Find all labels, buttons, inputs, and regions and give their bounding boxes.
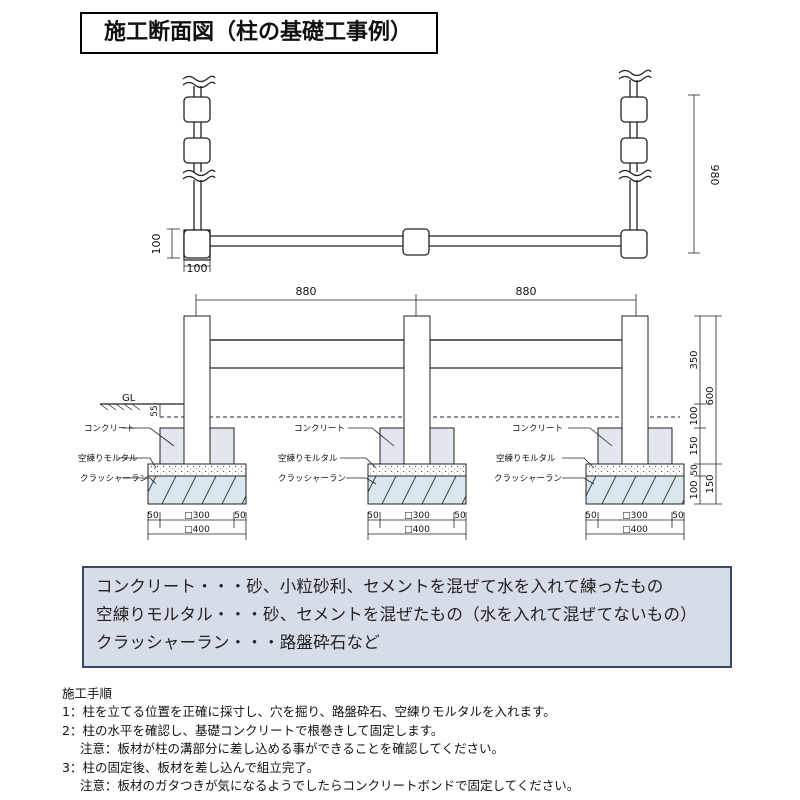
bottom-dim-lines — [147, 512, 685, 540]
dim-side-center-a: 50 — [367, 511, 379, 521]
foundation-left — [147, 315, 247, 505]
section-view — [99, 294, 680, 418]
step-2-note: 注意：板材が柱の溝部分に差し込める事ができることを確認してください。 — [80, 741, 505, 757]
mortar-label-right: 空練りモルタル — [496, 453, 556, 464]
plan-dim-post-height: 100 — [150, 234, 163, 255]
step-3-note: 注意：板材のガタつきが気になるようでしたらコンクリートボンドで固定してください。 — [80, 777, 580, 793]
dim-outer-left: □400 — [184, 525, 210, 535]
ground-level-label: GL — [122, 393, 136, 404]
concrete-label-left: コンクリート — [84, 424, 135, 434]
legend-concrete: コンクリート・・・砂、小粒砂利、セメントを混ぜて水を入れて練ったもの — [96, 577, 664, 596]
right-dim-lines — [694, 315, 722, 505]
crusher-label-right: クラッシャーラン — [494, 474, 562, 484]
span-right-dim: 880 — [516, 285, 537, 298]
dim-inner-left: □300 — [184, 511, 210, 521]
dim-100-b: 100 — [689, 480, 700, 499]
dim-side-center-b: 50 — [454, 511, 466, 521]
foundation-right — [585, 315, 685, 505]
mortar-label-left: 空練りモルタル — [78, 453, 138, 464]
plan-dim-post-width: 100 — [187, 262, 208, 275]
foundation-center — [367, 315, 467, 505]
construction-steps: 施工手順 1：柱を立てる位置を正確に採寸し、穴を掘り、路盤砕石、空練りモルタルを… — [62, 685, 762, 795]
dim-side-right-a: 50 — [585, 511, 597, 521]
dim-600: 600 — [705, 386, 716, 405]
mortar-label-center: 空練りモルタル — [278, 453, 338, 464]
dim-100-a: 100 — [689, 406, 700, 425]
steps-heading: 施工手順 — [62, 686, 113, 701]
step-1: 1：柱を立てる位置を正確に採寸し、穴を掘り、路盤砕石、空練りモルタルを入れます。 — [62, 704, 556, 720]
crusher-label-left: クラッシャーラン — [80, 474, 148, 484]
dim-55: 55 — [150, 405, 160, 416]
step-2: 2：柱の水平を確認し、基礎コンクリートで根巻きして固定します。 — [62, 722, 444, 738]
dim-inner-center: □300 — [404, 511, 430, 521]
concrete-label-right: コンクリート — [512, 424, 563, 434]
dim-150-b: 150 — [705, 474, 716, 493]
plan-dim-height: 980 — [708, 165, 721, 186]
materials-legend: コンクリート・・・砂、小粒砂利、セメントを混ぜて水を入れて練ったもの 空練りモル… — [82, 566, 732, 668]
span-left-dim: 880 — [296, 285, 317, 298]
dim-50: 50 — [690, 464, 700, 476]
dim-350: 350 — [689, 350, 700, 369]
leader-lines — [118, 427, 613, 485]
page-title: 施工断面図（柱の基礎工事例） — [80, 12, 438, 54]
plan-view — [167, 69, 700, 272]
dim-side-left-b: 50 — [234, 511, 246, 521]
section-drawing: 980 100 100 — [78, 69, 722, 540]
dim-inner-right: □300 — [622, 511, 648, 521]
dim-side-right-b: 50 — [672, 511, 684, 521]
dim-outer-right: □400 — [622, 525, 648, 535]
crusher-label-center: クラッシャーラン — [278, 474, 346, 484]
legend-mortar: 空練りモルタル・・・砂、セメントを混ぜたもの（水を入れて混ぜてないもの） — [96, 605, 697, 624]
dim-150-a: 150 — [689, 436, 700, 455]
concrete-label-center: コンクリート — [294, 424, 345, 434]
legend-crusher: クラッシャーラン・・・路盤砕石など — [96, 633, 380, 652]
dim-side-left-a: 50 — [147, 511, 159, 521]
dim-outer-center: □400 — [404, 525, 430, 535]
step-3: 3：柱の固定後、板材を差し込んで組立完了。 — [62, 759, 320, 775]
